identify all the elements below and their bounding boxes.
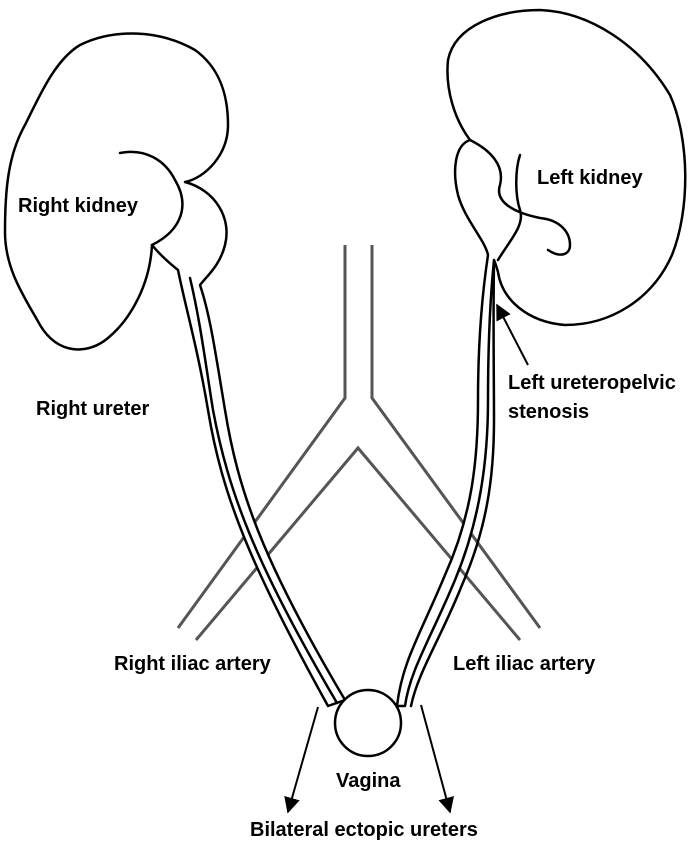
right-ureter-inner-line: [188, 276, 339, 705]
label-bilateral-ectopic-ureters: Bilateral ectopic ureters: [250, 819, 478, 841]
right-ectopic-arrow: [284, 706, 319, 814]
stenosis-arrow: [496, 303, 529, 366]
label-right-kidney: Right kidney: [18, 195, 139, 217]
label-left-stenosis-line1: Left ureteropelvic: [508, 372, 676, 394]
right-renal-pelvis-curve: [118, 150, 184, 247]
label-right-iliac-artery: Right iliac artery: [114, 653, 272, 675]
left-renal-pelvis-curve: [468, 138, 572, 256]
left-kidney: [395, 8, 687, 708]
label-left-iliac-artery: Left iliac artery: [453, 653, 596, 675]
label-left-stenosis-line2: stenosis: [508, 401, 589, 423]
left-kidney-hilum-curve: [496, 153, 523, 262]
label-left-kidney: Left kidney: [537, 167, 643, 189]
right-kidney: [3, 32, 347, 708]
aorta-left-wall: [176, 245, 347, 629]
left-ectopic-arrow: [420, 704, 454, 814]
left-kidney-outline: [395, 8, 687, 708]
vagina-shape: [333, 688, 403, 758]
aorta-right-wall: [370, 245, 542, 629]
left-ureter-inner-line: [409, 260, 496, 708]
label-right-ureter: Right ureter: [36, 398, 150, 420]
iliac-bifurcation-inner: [194, 445, 522, 641]
label-vagina: Vagina: [336, 770, 401, 792]
right-kidney-outline: [3, 32, 347, 708]
